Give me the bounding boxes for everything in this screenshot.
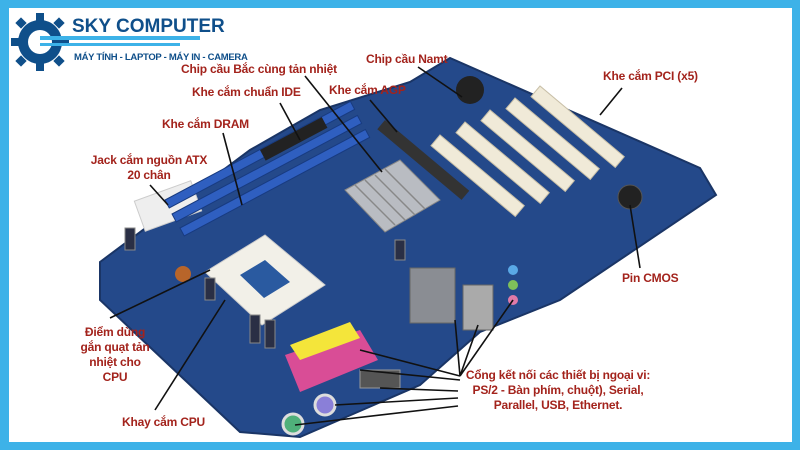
southbridge-chip [456,76,484,104]
ide-connector [260,117,328,161]
label-agp: Khe cắm AGP [329,83,406,97]
label-fan-line3: nhiệt cho [89,355,141,369]
io-ports [281,265,518,436]
label-cmos: Pin CMOS [622,271,679,285]
capacitors [124,227,406,349]
label-atx-line2: 20 chân [127,168,171,182]
pci-slots [430,85,625,218]
label-fan-line1: Điểm dùng [84,325,146,339]
label-ide: Khe cắm chuẩn IDE [192,85,301,99]
label-io-line2: PS/2 - Bàn phím, chuột), Serial, [472,383,644,397]
label-fan-mount: Điểm dùng gắn quạt tản nhiệt cho CPU [65,325,165,385]
leader-lines [109,66,641,426]
logo-tagline: MÁY TÍNH - LAPTOP - MÁY IN - CAMERA [74,52,248,63]
label-northbridge: Chip cầu Bắc cùng tản nhiệt [181,62,337,76]
label-atx: Jack cắm nguồn ATX 20 chân [84,153,214,183]
label-southbridge: Chip cầu Namt [366,52,448,66]
logo-brand: SKY COMPUTER [72,16,225,37]
gear-wrench-logo-icon [11,13,200,71]
label-io-ports: Cổng kết nối các thiết bị ngoại vi: PS/2… [455,368,661,413]
label-fan-line2: gắn quạt tản [80,340,150,354]
label-pci: Khe cắm PCI (x5) [603,69,698,83]
cpu-socket [204,234,326,326]
agp-slot [377,120,470,200]
label-cpu-socket: Khay cắm CPU [122,415,205,429]
label-atx-line1: Jack cắm nguồn ATX [90,153,208,167]
label-dram: Khe cắm DRAM [162,117,249,131]
northbridge-heatsink [344,159,441,233]
fan-mount-coil [175,266,191,282]
label-io-line1: Cổng kết nối các thiết bị ngoại vi: [465,368,651,382]
label-io-line3: Parallel, USB, Ethernet. [493,398,623,412]
label-fan-line4: CPU [102,370,128,384]
